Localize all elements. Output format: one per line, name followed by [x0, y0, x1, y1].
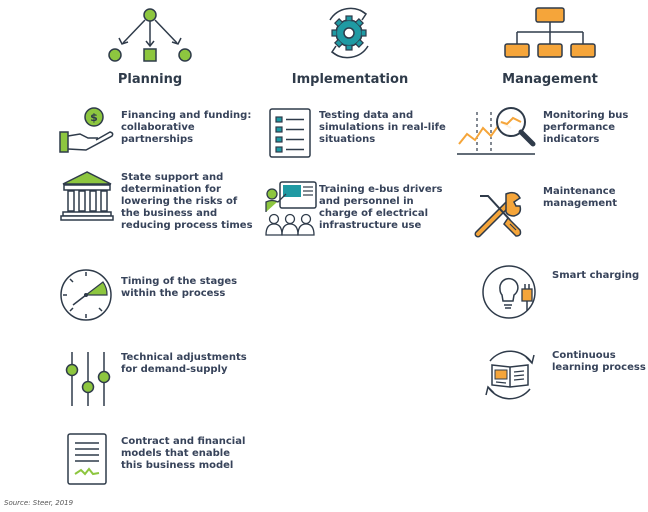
item-financing-funding: Financing and funding: collaborative par…: [121, 110, 252, 145]
source-note: Source: Steer, 2019: [4, 499, 74, 507]
checklist-icon: [269, 108, 311, 158]
lightbulb-plug-icon: [482, 265, 536, 319]
item-training-drivers: Training e-bus drivers and personnel in …: [319, 184, 443, 231]
item-monitoring-indicators: Monitoring bus performance indicators: [543, 110, 629, 145]
sliders-icon: [65, 352, 111, 406]
government-building-icon: [60, 171, 114, 221]
item-smart-charging: Smart charging: [552, 270, 640, 281]
org-chart-icon: [504, 7, 596, 58]
stopwatch-icon: [60, 269, 112, 321]
gear-cycle-icon: [329, 7, 369, 59]
book-cycle-icon: [485, 350, 535, 400]
item-continuous-learning: Continuous learning process: [552, 350, 646, 373]
hand-coin-icon: $: [59, 107, 114, 153]
hierarchy-tree-icon: [108, 8, 192, 62]
svg-text:$: $: [90, 111, 98, 124]
item-contract-models: Contract and financial models that enabl…: [121, 436, 246, 471]
magnifier-chart-icon: [457, 107, 536, 155]
item-timing-stages: Timing of the stages within the process: [121, 276, 238, 299]
column-title-implementation: Implementation: [291, 72, 409, 87]
item-maintenance: Maintenance management: [543, 186, 618, 209]
wrench-screwdriver-icon: [474, 191, 522, 238]
contract-document-icon: [67, 433, 107, 485]
item-state-support: State support and determination for lowe…: [121, 172, 253, 231]
item-testing-data: Testing data and simulations in real-lif…: [319, 110, 446, 145]
column-title-management: Management: [502, 72, 598, 87]
column-title-planning: Planning: [117, 72, 183, 87]
item-technical-adjustments: Technical adjustments for demand-supply: [121, 352, 247, 375]
training-presentation-icon: [265, 181, 317, 236]
